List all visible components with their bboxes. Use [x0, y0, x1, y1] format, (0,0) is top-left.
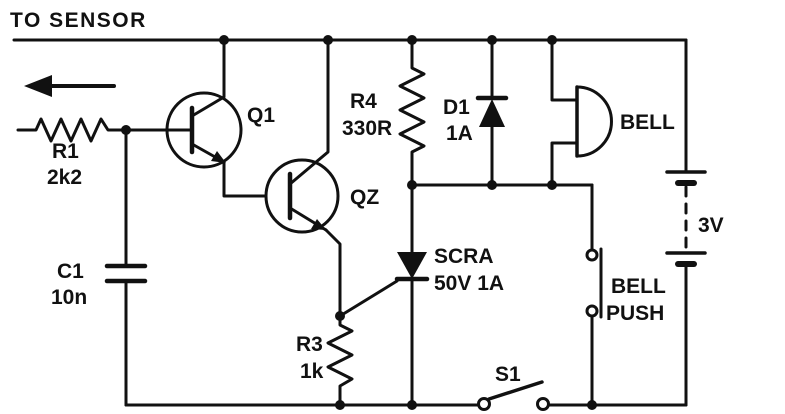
label-c1-name: C1	[57, 260, 84, 283]
label-r3-value: 1k	[300, 360, 324, 383]
junction-dot	[587, 400, 597, 410]
qz-collector	[288, 38, 330, 186]
transistor-qz-symbol	[264, 38, 340, 234]
label-bell-push-2: PUSH	[606, 302, 664, 325]
junction-dot	[335, 311, 345, 321]
label-d1-name: D1	[443, 96, 470, 119]
label-scr-name: SCRA	[434, 245, 494, 268]
s1-right-contact	[536, 397, 550, 411]
scr-scra-symbol	[338, 183, 430, 407]
scr-triangle	[397, 252, 427, 279]
q1-emitter-arrow	[211, 151, 226, 163]
switch-s1-symbol	[477, 380, 550, 411]
to-sensor-arrow-icon	[24, 75, 116, 97]
s1-left-contact	[477, 397, 491, 411]
bell-push-switch-symbol	[585, 183, 603, 407]
bell-bottom-feed	[550, 141, 579, 187]
junction-dot	[407, 400, 417, 410]
diode-d1-symbol	[475, 38, 509, 187]
label-r4-value: 330R	[342, 117, 392, 140]
bell-symbol	[550, 38, 613, 187]
d1-triangle	[479, 99, 505, 127]
resistor-r4-symbol	[398, 38, 426, 187]
label-battery-3v: 3V	[698, 214, 724, 237]
transistor-q1-symbol	[165, 38, 268, 198]
resistor-r3-symbol	[324, 228, 354, 407]
labels: TO SENSOR Q1 R4 330R D1 1A BELL R1 2k2 Q…	[10, 9, 724, 386]
label-s1: S1	[495, 363, 521, 386]
r3-zigzag	[324, 228, 354, 407]
junction-dot	[547, 35, 557, 45]
label-bell: BELL	[620, 111, 675, 134]
q1-collector	[190, 38, 226, 118]
wires	[12, 38, 688, 407]
junction-dot	[219, 35, 229, 45]
resistor-r1-symbol	[16, 117, 194, 143]
bell-push-top-contact	[585, 248, 599, 262]
r4-zigzag	[398, 38, 426, 187]
s1-blade	[487, 380, 544, 401]
label-r1-value: 2k2	[47, 166, 82, 189]
junction-dot	[487, 180, 497, 190]
q1-circle	[165, 91, 243, 169]
junction-dot	[323, 35, 333, 45]
arrow-head	[24, 75, 52, 97]
q1-emitter	[190, 142, 268, 198]
label-qz: QZ	[350, 186, 379, 209]
junction-dot	[407, 35, 417, 45]
battery-symbol	[665, 170, 707, 267]
junction-dot	[487, 35, 497, 45]
junction-dots	[121, 35, 597, 410]
label-scr-value: 50V 1A	[434, 272, 504, 295]
bell-dome	[575, 85, 613, 158]
qz-circle	[264, 158, 340, 234]
title-to-sensor: TO SENSOR	[10, 9, 147, 32]
label-r4-name: R4	[350, 90, 377, 113]
r1-zigzag	[16, 117, 194, 143]
label-r3-name: R3	[296, 333, 323, 356]
capacitor-c1-symbol	[104, 128, 148, 407]
scr-gate-lead	[338, 279, 399, 318]
bell-top-feed	[550, 38, 579, 102]
junction-dot	[547, 180, 557, 190]
label-r1-name: R1	[52, 140, 79, 163]
junction-dot	[407, 180, 417, 190]
label-bell-push-1: BELL	[611, 275, 666, 298]
label-c1-value: 10n	[51, 286, 87, 309]
junction-dot	[335, 400, 345, 410]
label-d1-value: 1A	[446, 122, 473, 145]
junction-dot	[121, 125, 131, 135]
label-q1: Q1	[247, 104, 275, 127]
qz-emitter-arrow	[311, 219, 326, 230]
